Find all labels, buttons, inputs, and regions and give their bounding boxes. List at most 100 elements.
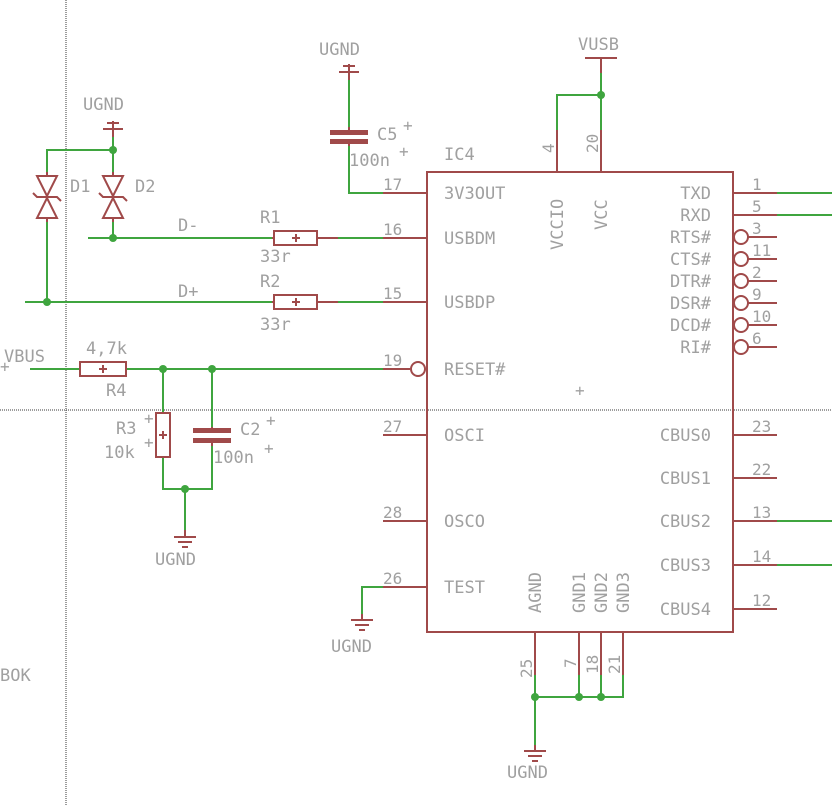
r3-value-plus: + <box>144 433 154 452</box>
ic4-right-pins <box>733 192 777 610</box>
pin-num-25: 25 <box>517 659 536 678</box>
ground-symbol-r3 <box>174 530 196 548</box>
net-label-dminus: D- <box>178 216 198 236</box>
pin-num-1: 1 <box>752 175 762 194</box>
c2-value: 100n <box>213 448 254 468</box>
pin-name-reset: RESET# <box>444 360 506 380</box>
pin-name-dsr: DSR# <box>670 294 712 314</box>
c2-value-plus: + <box>264 439 274 458</box>
resistor-r1 <box>272 230 338 246</box>
ground-symbol-test <box>351 614 373 631</box>
ground-symbol-c5 <box>339 64 359 80</box>
r4-name: R4 <box>106 381 126 401</box>
vbus-plus: + <box>0 357 10 376</box>
pin-num-9: 9 <box>752 285 762 304</box>
pin-name-ri: RI# <box>680 338 711 358</box>
capacitor-c2 <box>193 427 231 446</box>
pin-num-7: 7 <box>561 658 580 668</box>
diode-d2 <box>98 172 128 222</box>
r2-value: 33r <box>260 315 291 335</box>
pin-name-rts: RTS# <box>670 228 712 248</box>
c5-value: 100n <box>349 151 390 171</box>
ground-symbol-diodes <box>103 121 123 137</box>
ic4-top-pins <box>556 130 602 172</box>
c2-plus: + <box>266 411 276 430</box>
r3-name: R3 <box>116 419 136 439</box>
c2-name: C2 <box>240 420 260 440</box>
pin-name-vccio: VCCIO <box>548 199 568 250</box>
pin-name-cts: CTS# <box>670 250 712 270</box>
d1-label: D1 <box>70 177 90 197</box>
pin-num-11: 11 <box>752 241 771 260</box>
pin-name-osco: OSCO <box>444 512 485 532</box>
ugnd-label-r3: UGND <box>155 550 196 570</box>
resistor-r3 <box>155 412 171 458</box>
wires <box>25 73 832 745</box>
vbus-label: VBUS <box>4 347 45 367</box>
pin-name-gnd2: GND2 <box>592 572 612 613</box>
ic4-origin-marker: + <box>575 381 585 400</box>
pin-num-23: 23 <box>752 417 771 436</box>
pin-name-dtr: DTR# <box>670 272 712 292</box>
pin-num-28: 28 <box>383 503 402 522</box>
pin-name-vcc: VCC <box>592 199 612 230</box>
sheet-label-bok: BOK <box>0 666 31 686</box>
pin-num-21: 21 <box>605 655 624 674</box>
d2-label: D2 <box>135 177 155 197</box>
pin-num-16: 16 <box>383 220 402 239</box>
pin-name-cbus3: CBUS3 <box>660 556 711 576</box>
pin-num-12: 12 <box>752 591 771 610</box>
pin-name-test: TEST <box>444 578 485 598</box>
r2-name: R2 <box>260 272 280 292</box>
ugnd-label-test: UGND <box>331 637 372 657</box>
pin-num-18: 18 <box>583 655 602 674</box>
diode-d1 <box>32 172 62 222</box>
c5-value-plus: + <box>399 142 409 161</box>
pin-name-osci: OSCI <box>444 426 485 446</box>
r4-value: 4,7k <box>86 339 127 359</box>
pin-num-6: 6 <box>752 329 762 348</box>
r1-value: 33r <box>260 247 291 267</box>
pin-num-5: 5 <box>752 197 762 216</box>
pin-num-22: 22 <box>752 460 771 479</box>
c5-plus: + <box>403 116 413 135</box>
pin-name-3v3out: 3V3OUT <box>444 184 505 204</box>
ic4-left-pins <box>383 192 427 588</box>
c5-name: C5 <box>377 125 397 145</box>
pin-num-2: 2 <box>752 263 762 282</box>
pin-num-20: 20 <box>583 134 602 153</box>
pin-name-cbus4: CBUS4 <box>660 600 711 620</box>
ugnd-label-bottom: UGND <box>507 763 548 783</box>
ground-symbol-bottom <box>524 745 546 762</box>
capacitor-c5 <box>330 127 368 146</box>
pin-name-cbus0: CBUS0 <box>660 426 711 446</box>
vusb-label: VUSB <box>578 35 619 55</box>
pin-name-usbdm: USBDM <box>444 229 495 249</box>
pin-num-15: 15 <box>383 284 402 303</box>
pin-name-cbus2: CBUS2 <box>660 512 711 532</box>
vusb-supply-symbol <box>585 57 617 73</box>
ugnd-label-diodes: UGND <box>83 95 124 115</box>
r1-name: R1 <box>260 208 280 228</box>
junctions <box>43 91 605 701</box>
pin-name-dcd: DCD# <box>670 316 712 336</box>
pin-name-rxd: RXD <box>680 206 711 226</box>
pin-name-gnd3: GND3 <box>614 572 634 613</box>
net-label-dplus: D+ <box>178 282 198 302</box>
pin-num-14: 14 <box>752 547 771 566</box>
pin-num-10: 10 <box>752 307 771 326</box>
resistor-r2 <box>272 294 338 310</box>
r3-plus: + <box>144 409 154 428</box>
pin-num-3: 3 <box>752 219 762 238</box>
pin-num-19: 19 <box>383 351 402 370</box>
pin-num-17: 17 <box>383 175 402 194</box>
pin-num-13: 13 <box>752 503 771 522</box>
pin-name-agnd: AGND <box>526 572 546 613</box>
pin-name-txd: TXD <box>680 184 711 204</box>
pin-num-27: 27 <box>383 417 402 436</box>
ugnd-label-c5: UGND <box>319 40 360 60</box>
pin-name-cbus1: CBUS1 <box>660 469 711 489</box>
ic4-label: IC4 <box>444 145 475 165</box>
pin-num-26: 26 <box>383 569 402 588</box>
